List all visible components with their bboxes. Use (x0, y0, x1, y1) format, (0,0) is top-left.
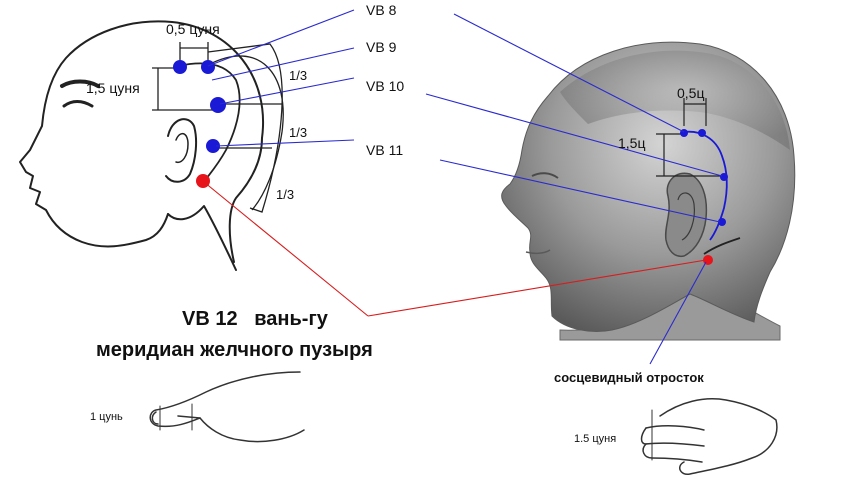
left-measure-lines (152, 42, 284, 213)
leader-vb10-left (219, 77, 355, 105)
left-meridian-curve (177, 62, 241, 183)
leader-vb8-left (207, 9, 355, 67)
left-point-vb11 (206, 139, 220, 153)
right-eye-shadow (531, 172, 559, 179)
left-neck-back (228, 137, 263, 263)
right-mouth (525, 249, 551, 255)
label-third-2: 1/3 (289, 125, 307, 140)
label-vb8: VB 8 (366, 2, 397, 18)
left-hand-finger-line (177, 415, 201, 419)
leader-mastoid (649, 261, 707, 365)
right-measure-lines (656, 98, 722, 177)
label-vb11: VB 11 (366, 142, 403, 158)
left-point-vb8-inner (173, 60, 187, 74)
leader-vb12-right (367, 259, 707, 317)
label-half-cun-left: 0,5 цуня (166, 21, 220, 37)
label-half-cun-right: 0,5ц (677, 85, 704, 101)
right-meridian-black (703, 237, 741, 255)
left-point-vb12 (196, 174, 210, 188)
right-hand-fingers (645, 425, 705, 463)
leader-vb11-left (215, 139, 355, 147)
left-ear-inner (175, 132, 189, 164)
leader-vb9-left (211, 47, 355, 81)
label-one-half-cun-right: 1,5ц (618, 135, 645, 151)
left-eyebrow (60, 79, 100, 88)
left-ear (165, 118, 198, 183)
left-eye (62, 100, 94, 108)
leader-vb11-right (439, 159, 721, 223)
label-vb9: VB 9 (366, 39, 397, 55)
label-one-half-cun-left: 1,5 цуня (86, 80, 140, 96)
label-one-half-cun-hand: 1.5 цуня (574, 433, 616, 445)
left-points (173, 60, 226, 188)
leader-vb8-right (453, 13, 685, 133)
left-point-vb10 (210, 97, 226, 113)
red-leader-lines (203, 181, 707, 317)
label-third-1: 1/3 (289, 68, 307, 83)
leader-vb12-left (203, 181, 369, 317)
right-point-vb11 (718, 218, 726, 226)
right-meridian-curve (683, 130, 728, 241)
right-point-vb10 (720, 173, 728, 181)
right-point-vb8 (698, 129, 706, 137)
left-head-drawing (19, 20, 265, 271)
label-mastoid: сосцевидный отросток (554, 370, 704, 385)
label-vb12-title: VB 12 вань-гу (182, 308, 329, 330)
right-head-figure (501, 41, 796, 341)
right-ear-inner (677, 192, 695, 241)
label-third-3: 1/3 (276, 187, 294, 202)
left-hand-sketch (149, 371, 305, 443)
left-neck-front (167, 205, 237, 271)
right-points (680, 129, 728, 265)
leader-lines (207, 9, 723, 223)
label-one-cun-hand: 1 цунь (90, 411, 123, 423)
left-hand-outline (149, 371, 305, 443)
leader-vb10-right (425, 93, 723, 177)
left-head-outline (19, 20, 265, 248)
left-point-vb8 (201, 60, 215, 74)
right-scalp (560, 50, 790, 151)
label-vb10: VB 10 (366, 78, 404, 94)
right-hand-tips (640, 427, 653, 459)
right-hand-sketch (640, 398, 778, 475)
right-hand-outline (659, 398, 778, 475)
label-meridian: меридиан желчного пузыря (96, 339, 373, 361)
left-hand-nail (151, 411, 159, 425)
